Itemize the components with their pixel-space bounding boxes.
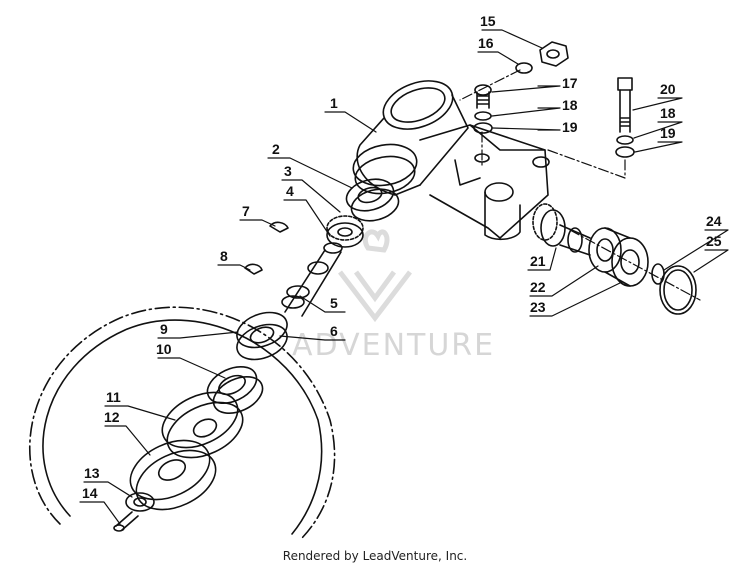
callout-21: 21 — [530, 253, 546, 269]
callout-18b: 18 — [660, 105, 676, 121]
shaft-22 — [559, 224, 591, 256]
callout-5: 5 — [330, 295, 338, 311]
shaft-5 — [281, 242, 343, 317]
adapter-11 — [161, 391, 244, 459]
callout-18a: 18 — [562, 97, 578, 113]
watermark-logo — [338, 229, 412, 323]
callout-9: 9 — [160, 321, 168, 337]
callout-20: 20 — [660, 81, 676, 97]
callout-19a: 19 — [562, 119, 578, 135]
callout-17: 17 — [562, 75, 578, 91]
gear-3 — [326, 215, 364, 248]
callout-16: 16 — [478, 35, 494, 51]
bearing-23 — [588, 227, 649, 287]
callout-24: 24 — [706, 213, 722, 229]
callout-10: 10 — [156, 341, 172, 357]
lockwasher-18a — [474, 111, 492, 121]
lockwasher-18b — [616, 135, 634, 145]
callout-2: 2 — [272, 141, 280, 157]
watermark-text: ADVENTURE — [292, 328, 495, 363]
snap-ring-24 — [651, 263, 665, 285]
leader-lines — [79, 29, 729, 525]
callout-13: 13 — [84, 465, 100, 481]
bearing-2 — [345, 178, 400, 222]
nut-15 — [539, 41, 569, 67]
bolt-17 — [474, 84, 492, 109]
callout-8: 8 — [220, 248, 228, 264]
bolt-20 — [617, 77, 633, 133]
key-8 — [244, 263, 263, 275]
blade-outline-inner — [42, 319, 323, 535]
callout-15: 15 — [480, 13, 496, 29]
callout-3: 3 — [284, 163, 292, 179]
alignment-line-d — [569, 229, 701, 301]
callout-7: 7 — [242, 203, 250, 219]
callout-14: 14 — [82, 485, 98, 501]
callout-6: 6 — [330, 323, 338, 339]
gearbox-housing — [352, 80, 550, 241]
alignment-line-c — [459, 69, 521, 101]
callout-1: 1 — [330, 95, 338, 111]
retaining-ring-25 — [659, 265, 697, 315]
callout-25: 25 — [706, 233, 722, 249]
collar-6 — [236, 311, 288, 361]
blade-outline-outer — [29, 306, 336, 541]
callout-4: 4 — [286, 183, 294, 199]
washer-19a — [473, 122, 493, 134]
bolt-14 — [113, 511, 139, 532]
watermark: ADVENTURE — [292, 229, 495, 363]
bearing-10 — [206, 366, 264, 414]
footer-credit: Rendered by LeadVenture, Inc. — [282, 549, 468, 563]
callout-11: 11 — [106, 389, 121, 405]
washer-13 — [125, 492, 155, 512]
key-7 — [269, 221, 289, 233]
washer-16 — [515, 62, 533, 74]
alignment-line-b — [547, 149, 626, 179]
callout-22: 22 — [530, 279, 546, 295]
callout-23: 23 — [530, 299, 546, 315]
callout-12: 12 — [104, 409, 120, 425]
callout-19b: 19 — [660, 125, 676, 141]
callout-labels: 1 2 3 4 5 6 7 8 9 10 11 12 13 14 15 16 1… — [82, 13, 722, 501]
washer-19b — [615, 146, 635, 158]
